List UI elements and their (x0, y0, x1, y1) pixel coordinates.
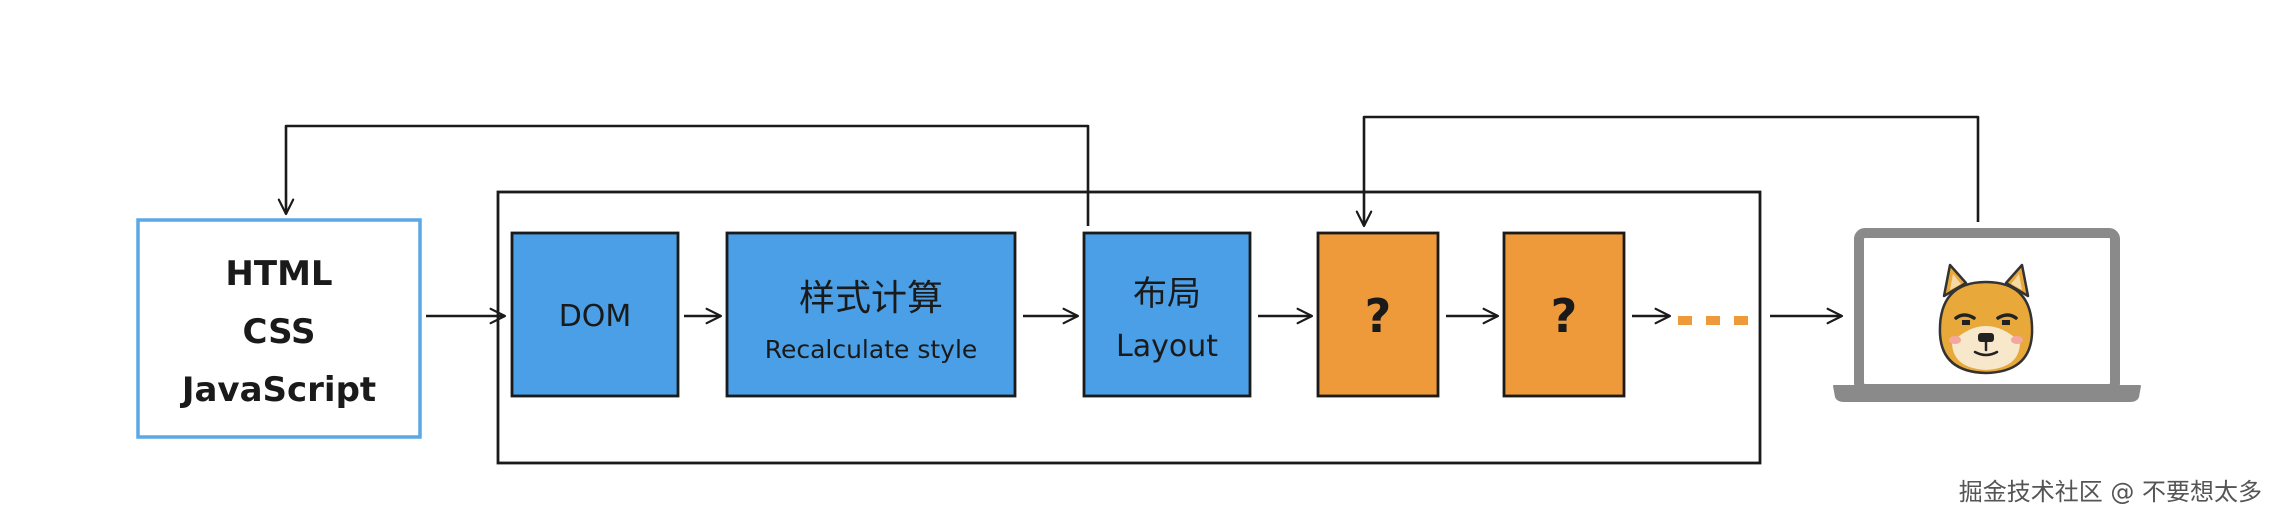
laptop-base (1833, 385, 2141, 402)
ellipsis-dots (1678, 316, 1748, 325)
watermark-text: 掘金技术社区 @ 不要想太多 (1959, 478, 2262, 506)
step-dom: DOM (510, 231, 680, 398)
pipeline-container (496, 190, 1762, 465)
source-line-html: HTML (225, 254, 332, 294)
loop-arrow-display-to-unknown-1 (1355, 115, 1980, 228)
source-box: HTML CSS JavaScript (136, 218, 422, 439)
step-unknown-2: ? (1502, 231, 1626, 398)
step-layout: 布局 Layout (1082, 231, 1252, 398)
step-unknown-1: ? (1316, 231, 1440, 398)
loop-arrow-layout-to-source (277, 124, 1090, 226)
source-line-javascript: JavaScript (180, 370, 376, 410)
doge-face-icon (1938, 263, 2034, 375)
step-layout-sublabel: Layout (1116, 329, 1218, 364)
step-style: 样式计算 Recalculate style (725, 231, 1017, 398)
laptop-display (1833, 228, 2141, 402)
step-style-sublabel: Recalculate style (765, 335, 978, 364)
source-line-css: CSS (242, 312, 315, 352)
step-layout-label: 布局 (1133, 274, 1201, 314)
step-dom-label: DOM (559, 299, 632, 334)
step-style-label: 样式计算 (799, 278, 943, 319)
step-unknown-2-label: ? (1551, 289, 1578, 343)
step-unknown-1-label: ? (1365, 289, 1392, 343)
